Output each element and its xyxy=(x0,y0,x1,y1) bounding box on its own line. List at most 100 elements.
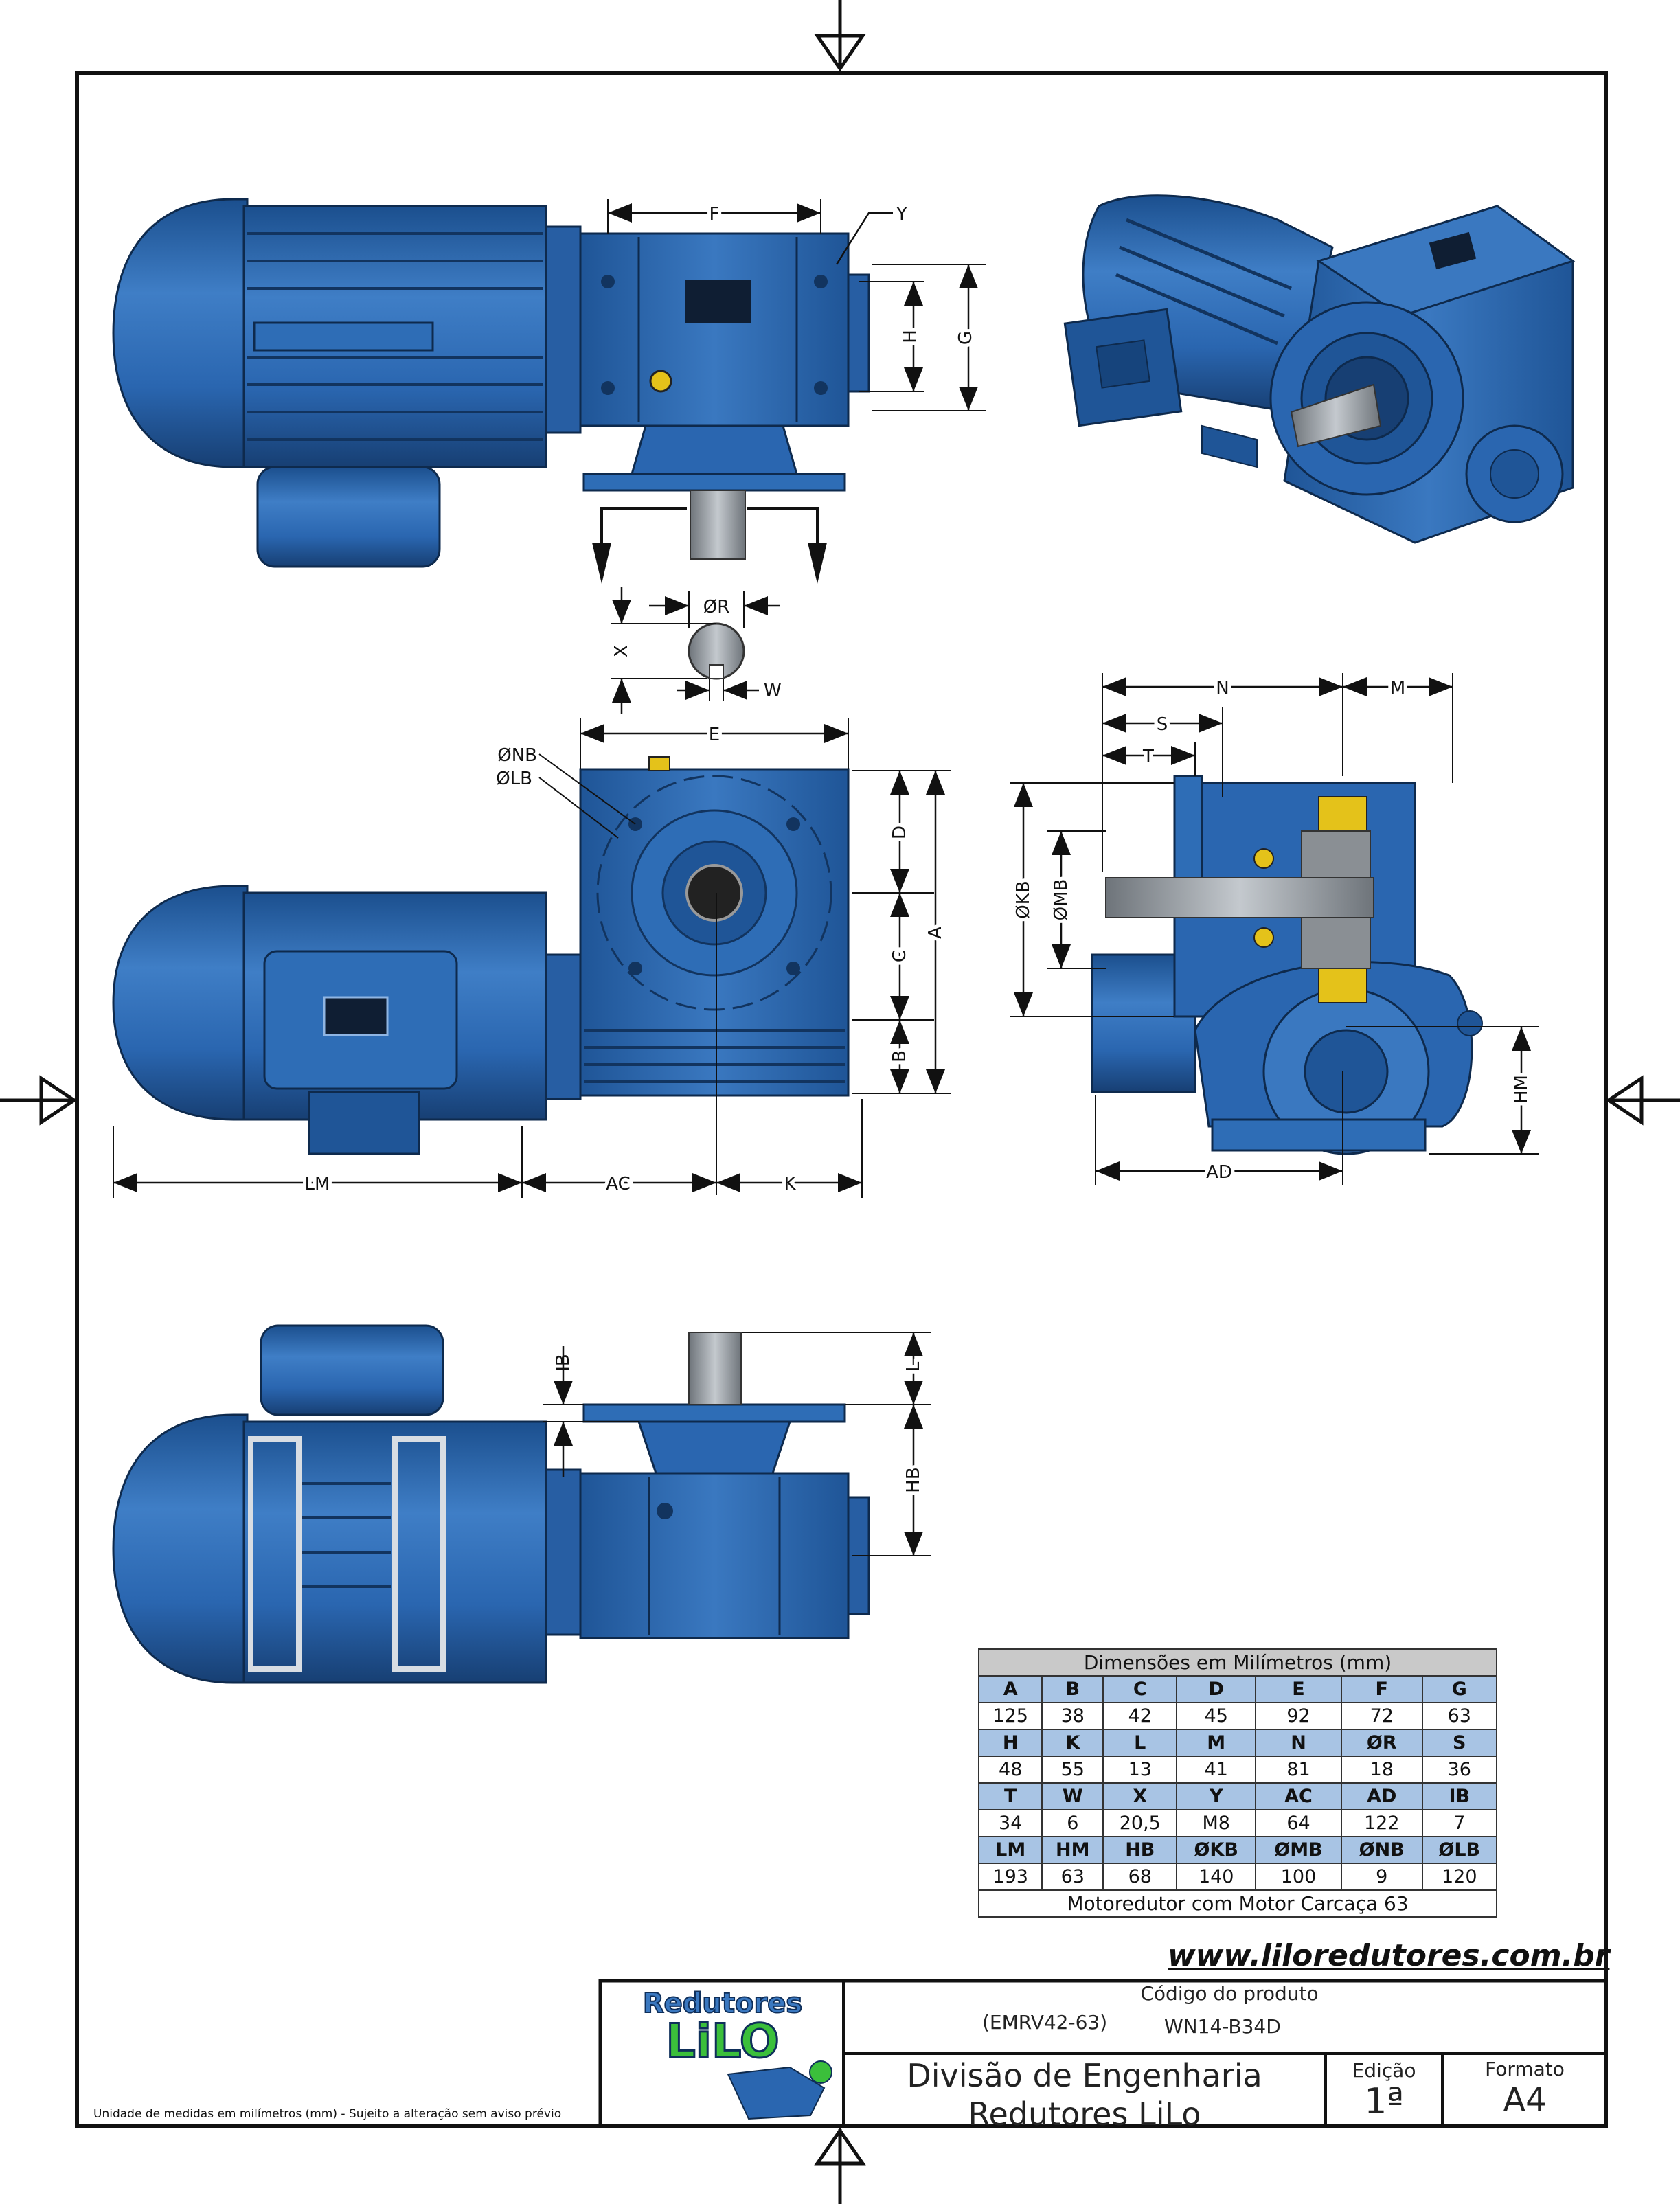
table-header-cell: ØMB xyxy=(1255,1836,1342,1864)
table-cell: 122 xyxy=(1340,1809,1423,1837)
dim-label-c: C xyxy=(889,950,910,962)
logo-bottom-text: LiLO xyxy=(666,2014,779,2069)
table-header-cell: X xyxy=(1102,1782,1178,1810)
edition-label: Edição xyxy=(1352,2059,1416,2082)
company-logo: Redutores LiLO xyxy=(642,1987,832,2120)
table-cell: 20,5 xyxy=(1102,1809,1178,1837)
table-footer-row: Motoredutor com Motor Carcaça 63 xyxy=(978,1889,1497,1918)
division-line2: Redutores LiLo xyxy=(968,2095,1201,2133)
table-header-cell: S xyxy=(1421,1729,1498,1757)
table-header-cell: K xyxy=(1041,1729,1104,1757)
table-cell: 13 xyxy=(1102,1756,1178,1784)
product-code-label: Código do produto xyxy=(1140,1982,1319,2005)
table-header-cell: T xyxy=(977,1782,1043,1810)
table-cell: 9 xyxy=(1340,1863,1423,1891)
dim-label-h: H xyxy=(900,330,921,343)
table-header-cell: H xyxy=(977,1729,1043,1757)
front-view: E ØNB ØLB D C B A LM AC K xyxy=(112,718,951,1198)
table-header-cell: D xyxy=(1176,1675,1257,1703)
website-url[interactable]: www.liloredutores.com.br xyxy=(1168,1938,1610,1973)
table-cell: 6 xyxy=(1041,1809,1104,1837)
table-cell: 38 xyxy=(1041,1702,1104,1730)
table-header-cell: L xyxy=(1102,1729,1178,1757)
title-block-frame xyxy=(598,1979,1608,2128)
table-header-cell: ØNB xyxy=(1340,1836,1423,1864)
table-title: Dimensões em Milímetros (mm) xyxy=(978,1648,1497,1677)
table-footer: Motoredutor com Motor Carcaça 63 xyxy=(978,1889,1497,1918)
table-header-cell: M xyxy=(1176,1729,1257,1757)
dim-label-ac: AC xyxy=(606,1174,630,1194)
footnote: Unidade de medidas em milímetros (mm) - … xyxy=(93,2107,562,2121)
dim-label-t: T xyxy=(1142,747,1154,767)
table-header-cell: B xyxy=(1041,1675,1104,1703)
table-cell: 63 xyxy=(1421,1702,1498,1730)
table-header-cell: LM xyxy=(977,1836,1043,1864)
shaft-key-detail: ØR X W xyxy=(611,587,782,714)
format-label: Formato xyxy=(1485,2058,1565,2080)
table-header-cell: W xyxy=(1041,1782,1104,1810)
section-view: N M S T ØKB ØMB HM AD xyxy=(1010,673,1539,1186)
table-header-cell: F xyxy=(1340,1675,1423,1703)
dim-label-lm: LM xyxy=(305,1174,330,1194)
dim-label-nb: ØNB xyxy=(497,745,537,766)
table-cell: 48 xyxy=(977,1756,1043,1784)
table-header-cell: Y xyxy=(1176,1782,1257,1810)
dim-label-d: D xyxy=(889,826,910,839)
table-cell: M8 xyxy=(1176,1809,1257,1837)
isometric-view xyxy=(1063,194,1576,544)
table-cell: 41 xyxy=(1176,1756,1257,1784)
table-cell: 42 xyxy=(1102,1702,1178,1730)
dim-label-b: B xyxy=(889,1050,910,1063)
table-header-cell: ØR xyxy=(1340,1729,1423,1757)
dim-label-l: L xyxy=(903,1361,924,1372)
table-header-cell: G xyxy=(1421,1675,1498,1703)
table-cell: 68 xyxy=(1102,1863,1178,1891)
dim-label-g: G xyxy=(955,331,976,345)
dim-label-s: S xyxy=(1157,714,1168,735)
table-cell: 7 xyxy=(1421,1809,1498,1837)
dim-label-f: F xyxy=(710,204,720,225)
table-header-cell: N xyxy=(1255,1729,1342,1757)
table-cell: 18 xyxy=(1340,1756,1423,1784)
table-cell: 140 xyxy=(1176,1863,1257,1891)
division-name: Divisão de Engenharia Redutores LiLo xyxy=(846,2056,1323,2133)
model-code: (EMRV42-63) xyxy=(982,2011,1108,2034)
dim-label-x: X xyxy=(611,645,632,657)
edition-value: 1ª xyxy=(1364,2081,1404,2122)
bottom-view: L HB IB xyxy=(112,1324,931,1684)
top-view: F Y H G xyxy=(112,198,986,584)
table-header-cell: HM xyxy=(1041,1836,1104,1864)
table-cell: 72 xyxy=(1340,1702,1423,1730)
product-code: WN14-B34D xyxy=(1164,2015,1281,2038)
dim-label-lb: ØLB xyxy=(496,769,532,789)
dim-label-hm: HM xyxy=(1511,1075,1532,1104)
logo-top-text: Redutores xyxy=(643,1988,802,2019)
division-line1: Divisão de Engenharia xyxy=(907,2057,1262,2094)
dim-label-m: M xyxy=(1390,678,1405,698)
table-cell: 81 xyxy=(1255,1756,1342,1784)
table-cell: 92 xyxy=(1255,1702,1342,1730)
table-cell: 55 xyxy=(1041,1756,1104,1784)
table-cell: 100 xyxy=(1255,1863,1342,1891)
dim-label-a: A xyxy=(925,927,946,939)
dim-label-hb: HB xyxy=(903,1467,924,1492)
table-header-cell: IB xyxy=(1421,1782,1498,1810)
table-cell: 125 xyxy=(977,1702,1043,1730)
dim-label-kb: ØKB xyxy=(1013,881,1034,918)
table-header-cell: ØKB xyxy=(1176,1836,1257,1864)
table-cell: 120 xyxy=(1421,1863,1498,1891)
dim-label-w: W xyxy=(764,681,782,701)
table-header-cell: HB xyxy=(1102,1836,1178,1864)
format-value: A4 xyxy=(1503,2081,1547,2120)
table-cell: 64 xyxy=(1255,1809,1342,1837)
dim-label-y: Y xyxy=(896,204,907,225)
dim-label-ib: IB xyxy=(553,1354,574,1372)
